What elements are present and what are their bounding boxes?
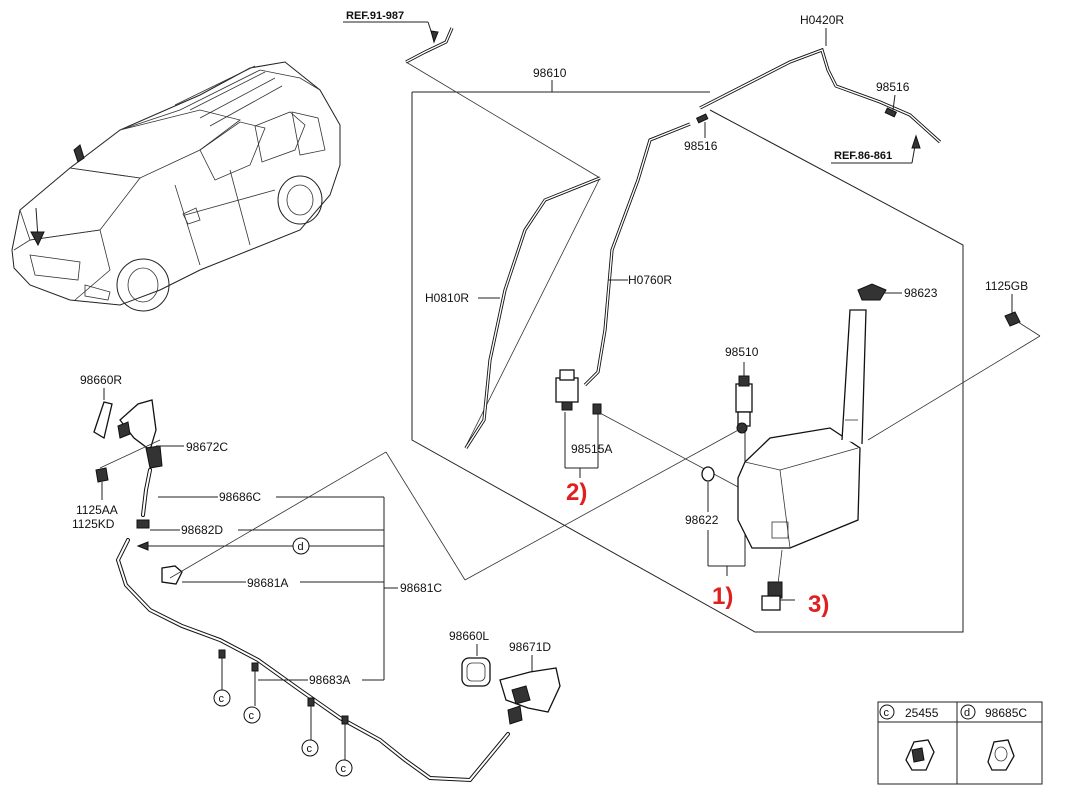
part-98683a-label: 98683A (309, 673, 350, 687)
callout-c-1: c (219, 693, 225, 705)
headlamp-washer-assembly: 98660R 98672C 1125AA 1125KD (72, 373, 510, 783)
legend-table: c 25455 d 98685C (877, 701, 1043, 785)
marker-3: 3) (808, 591, 829, 618)
washer-pump-front: 98515A (555, 369, 741, 489)
hose-h0810r: H0810R (425, 176, 601, 449)
legend-c-part: 25455 (905, 706, 939, 720)
ref-91-987-label: REF.91-987 (346, 10, 404, 22)
part-98622-label: 98622 (685, 513, 719, 527)
callout-c-3: c (307, 743, 313, 755)
leader-98681c: 98686C 98682D 98681A 98681C 98683A d (136, 427, 743, 688)
marker-1: 1) (712, 583, 733, 610)
part-1125kd-label: 1125KD (72, 517, 115, 531)
marker-2: 2) (566, 479, 587, 506)
clip-98685c-icon (987, 739, 1015, 771)
hose-h0760r: H0760R (583, 122, 691, 387)
part-98671d-label: 98671D (509, 640, 551, 654)
legend-d-letter: d (964, 707, 970, 719)
part-1125aa-label: 1125AA (76, 503, 118, 517)
headlamp-nozzle-left: 98660L 98671D (449, 629, 561, 725)
connector-98516-lower: 98516 (684, 113, 718, 153)
clip-callouts: c c c c (213, 689, 353, 777)
part-1125gb-label: 1125GB (985, 279, 1028, 293)
bolt-1125gb: 1125GB (867, 279, 1041, 441)
part-98660l-label: 98660L (449, 629, 489, 643)
callout-c-2: c (249, 710, 255, 722)
part-h0420r-label: H0420R (800, 13, 844, 27)
callout-c-4: c (341, 763, 347, 775)
hose-h0420r: H0420R (699, 13, 942, 144)
part-98660r-label: 98660R (80, 373, 122, 387)
part-98516-upper-label: 98516 (876, 80, 910, 94)
reference-right: REF.86-861 (831, 134, 921, 164)
callout-d: d (298, 541, 304, 553)
legend-d-part: 98685C (985, 706, 1027, 720)
part-98510-label: 98510 (725, 345, 759, 359)
ref-86-861-label: REF.86-861 (834, 150, 892, 162)
legend-c-letter: c (884, 707, 890, 719)
part-98681c-label: 98681C (400, 581, 442, 595)
part-98672c-label: 98672C (186, 440, 228, 454)
part-h0760r-label: H0760R (628, 273, 672, 287)
part-98681a-label: 98681A (247, 576, 288, 590)
part-98610-label: 98610 (533, 66, 567, 80)
part-98682d-label: 98682D (181, 523, 223, 537)
part-98515a-label: 98515A (571, 442, 612, 456)
part-98623-label: 98623 (904, 286, 938, 300)
connector-98516-upper: 98516 (876, 80, 910, 118)
reference-top-left: REF.91-987 (343, 10, 454, 64)
vehicle-illustration (11, 61, 341, 312)
washer-reservoir: 98623 (737, 283, 938, 611)
part-98686c-label: 98686C (219, 490, 261, 504)
part-98516-lower-label: 98516 (684, 139, 718, 153)
assembly-frame: 98610 (405, 61, 964, 633)
part-h0810r-label: H0810R (425, 291, 469, 305)
washer-pump-rear: 98510 (725, 345, 759, 427)
